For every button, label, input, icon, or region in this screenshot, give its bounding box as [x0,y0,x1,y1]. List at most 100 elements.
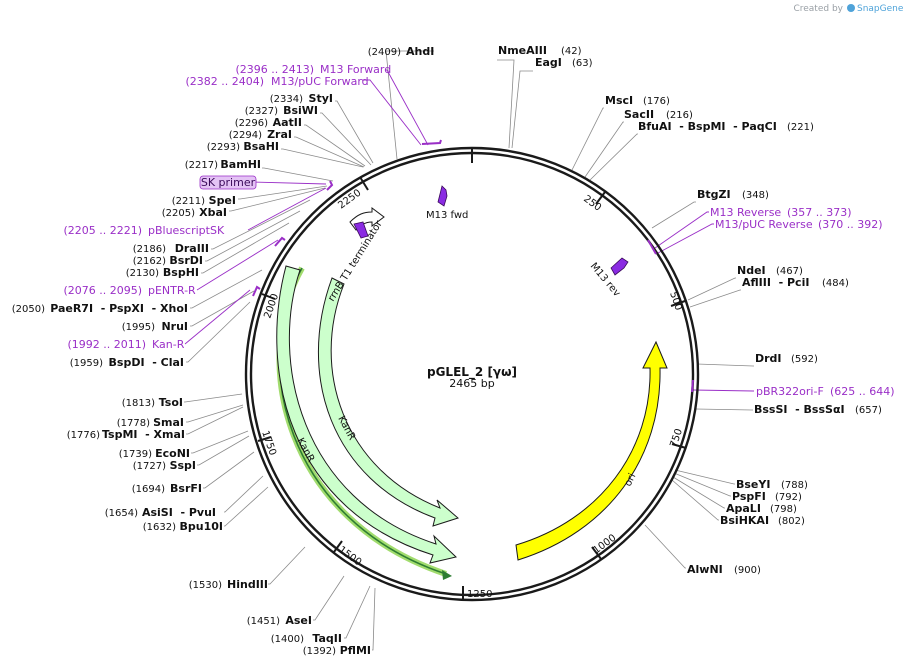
enzyme-label[interactable]: TspMI - XmaI [102,428,185,441]
credit-brand: SnapGene [857,4,904,14]
enzyme-label[interactable]: AsiSI - PvuI [142,506,216,519]
enzyme-label[interactable]: AhdI [406,45,434,58]
enzyme-label[interactable]: BsiWI [283,104,318,117]
enzyme-label[interactable]: NruI [161,320,188,333]
enzyme-label[interactable]: EcoNI [155,447,190,460]
primer-position: (1992 .. 2011) [67,338,146,351]
enzyme-label[interactable]: BsrFI [170,482,202,495]
enzyme-position: (1632) [143,522,176,533]
enzyme-label[interactable]: PflMI [340,644,371,657]
enzyme-label[interactable]: SacII [624,108,654,121]
enzyme-label[interactable]: AseI [285,614,312,627]
enzyme-label[interactable]: TaqII [312,632,342,645]
enzyme-label[interactable]: BtgZI [697,188,731,201]
enzyme-position: (1530) [189,580,222,591]
kan-r-arc [252,285,261,297]
enzyme-position: (2130) [126,268,159,279]
enzyme-position: (2293) [207,142,240,153]
enzyme-label[interactable]: SspI [170,459,196,472]
enzyme-label[interactable]: BspDI - ClaI [109,356,184,369]
primer-label[interactable]: M13 Forward [320,63,391,76]
enzyme-position: (1778) [117,418,150,429]
primer-position: (357 .. 373) [787,206,852,219]
enzyme-label[interactable]: BsiHKAI [720,514,769,527]
ori-label: ori [623,472,639,489]
enzyme-position: (2186) [133,244,166,255]
enzyme-label[interactable]: NdeI [737,264,766,277]
enzyme-label[interactable]: XbaI [199,206,227,219]
enzyme-label[interactable]: BfuAI - BspMI - PaqCI [638,120,777,133]
primer-label[interactable]: M13/pUC Reverse [715,218,813,231]
enzyme-position: (900) [734,565,761,576]
enzyme-label[interactable]: DraIII [175,242,209,255]
enzyme-position: (216) [666,110,693,121]
primer-label[interactable]: pBluescriptSK [148,224,225,237]
enzyme-position: (788) [781,480,808,491]
enzyme-position: (1654) [105,508,138,519]
enzyme-position: (1694) [132,484,165,495]
enzyme-label[interactable]: BsrDI [169,254,203,267]
enzyme-position: (1813) [122,398,155,409]
plasmid-name: pGLEL_2 [γω] [427,365,517,380]
enzyme-label[interactable]: MscI [605,94,633,107]
label-leader-lines [184,50,754,651]
terminator-label: rrnB T1 terminator [326,218,385,303]
kanr-feature [276,265,458,564]
enzyme-position: (1451) [247,616,280,627]
sk-primer-badge[interactable]: SK primer [199,175,257,190]
enzyme-label[interactable]: NmeAIII [498,44,547,57]
m13-forward-arc [421,139,442,145]
enzyme-position: (792) [775,492,802,503]
primer-label[interactable]: M13 Reverse [710,206,781,219]
enzyme-label[interactable]: HindIII [227,578,268,591]
enzyme-label[interactable]: AflIII - PciI [742,276,809,289]
enzyme-position: (2205) [162,208,195,219]
enzyme-label[interactable]: SpeI [209,194,236,207]
enzyme-position: (176) [643,96,670,107]
enzyme-position: (2217) [185,160,218,171]
enzyme-label[interactable]: ApaLI [726,502,761,515]
enzyme-position: (592) [791,354,818,365]
primer-label[interactable]: Kan-R [152,338,185,351]
enzyme-label[interactable]: BamHI [220,158,261,171]
enzyme-labels-right: NmeAIII (42) EagI (63) MscI (176) SacII … [498,44,882,576]
pbluescriptsk-arc [326,180,334,191]
enzyme-position: (221) [787,122,814,133]
enzyme-labels-left: (2409) AhdI (2334) StyI (2327) BsiWI (22… [12,45,435,657]
primer-position: (2382 .. 2404) [185,75,264,88]
enzyme-label[interactable]: BsaHI [243,140,279,153]
tick-label: 1250 [467,589,492,600]
ori-feature [515,340,668,561]
enzyme-label[interactable]: BssSI - BssSαI [754,403,845,416]
enzyme-position: (484) [822,278,849,289]
tick-marks [257,148,687,600]
kanr-inner-feature [317,277,460,527]
kanr-outer-arrowhead-icon [442,570,452,580]
enzyme-label[interactable]: SmaI [153,416,184,429]
enzyme-position: (2296) [235,118,268,129]
enzyme-position: (348) [742,190,769,201]
enzyme-label[interactable]: AatII [273,116,302,129]
enzyme-label[interactable]: DrdI [755,352,782,365]
enzyme-label[interactable]: TsoI [159,396,183,409]
primer-position: (2205 .. 2221) [63,224,142,237]
primer-label[interactable]: M13/pUC Forward [271,75,369,88]
primer-label[interactable]: pENTR-R [148,284,196,297]
enzyme-label[interactable]: EagI [535,56,562,69]
enzyme-label[interactable]: BseYI [736,478,770,491]
enzyme-label[interactable]: PspFI [732,490,766,503]
enzyme-label[interactable]: ZraI [267,128,292,141]
primer-label[interactable]: pBR322ori-F [756,385,824,398]
credit-prefix: Created by [793,4,843,14]
enzyme-label[interactable]: BspHI [163,266,199,279]
enzyme-label[interactable]: AlwNI [687,563,723,576]
primer-position: (2396 .. 2413) [235,63,314,76]
enzyme-label[interactable]: Bpu10I [180,520,224,533]
m13-fwd-promoter-icon [437,185,448,207]
enzyme-label[interactable]: StyI [309,92,333,105]
enzyme-position: (2409) [368,47,401,58]
primer-labels: (2396 .. 2413) M13 Forward (2382 .. 2404… [63,63,894,398]
enzyme-position: (657) [855,405,882,416]
enzyme-label[interactable]: PaeR7I - PspXI - XhoI [50,302,188,315]
